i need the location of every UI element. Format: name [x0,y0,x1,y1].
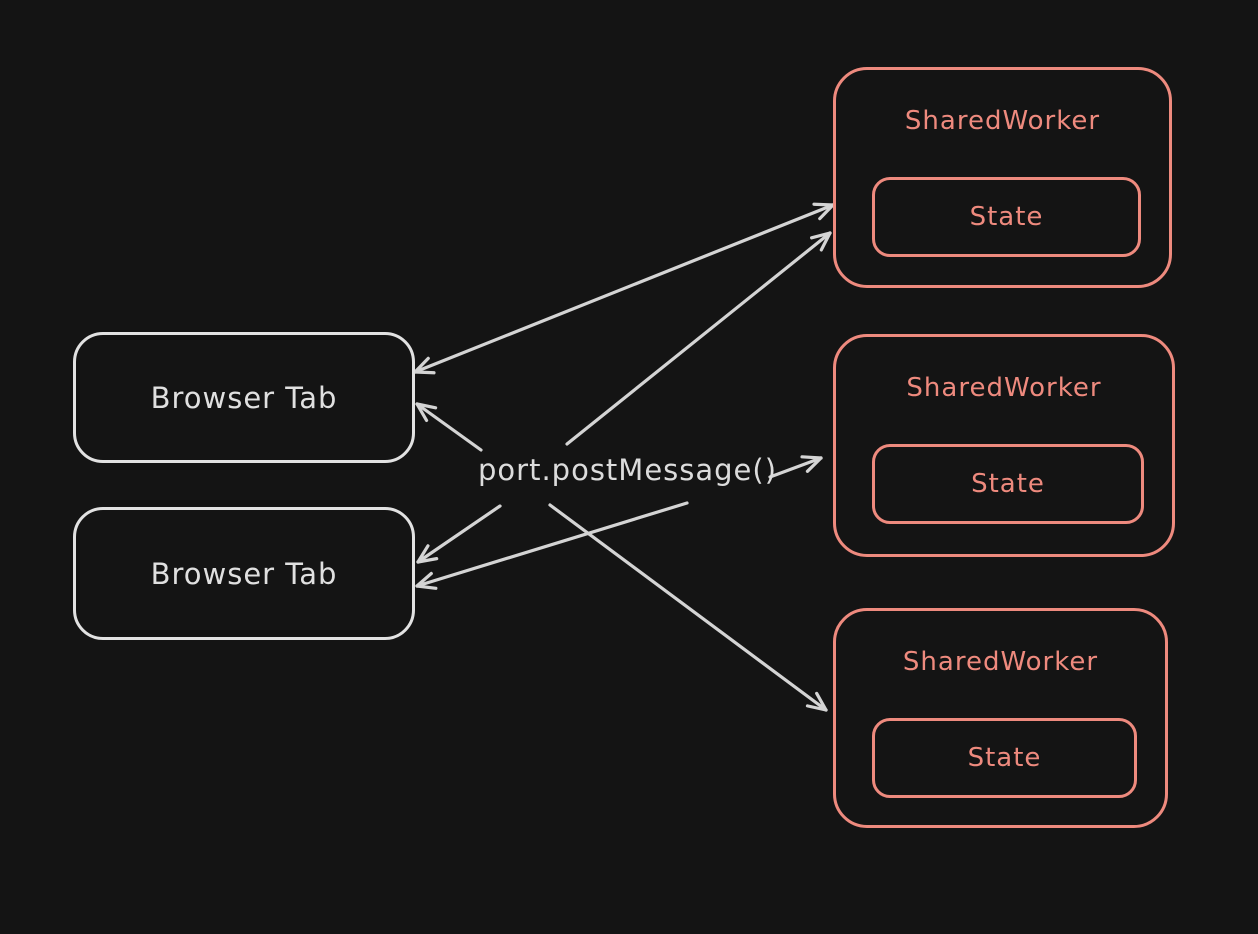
shared-worker-1-title: SharedWorker [904,106,1101,136]
shared-worker-2-state-label: State [971,469,1045,499]
post-message-label: port.postMessage() [478,453,778,487]
arrow-tab-1-to-worker-1 [413,202,835,375]
browser-tab-1-label: Browser Tab [150,380,338,415]
shared-worker-1-state-label: State [969,202,1044,232]
shared-worker-3-state-box: State [872,718,1137,798]
node-shared-worker-1: SharedWorker State [833,67,1172,288]
shared-worker-2-state-box: State [872,444,1144,524]
arrow-label-to-worker-2 [768,455,823,479]
node-browser-tab-1: Browser Tab [73,332,415,463]
node-shared-worker-2: SharedWorker State [833,334,1175,557]
arrow-label-to-worker-1 [565,231,832,446]
shared-worker-1-state-box: State [872,177,1141,257]
browser-tab-2-label: Browser Tab [150,556,338,591]
node-shared-worker-3: SharedWorker State [833,608,1168,828]
shared-worker-2-title: SharedWorker [906,373,1102,403]
arrow-label-to-tab-2-lower [415,501,689,590]
arrow-label-to-tab-2-upper [416,504,502,564]
shared-worker-3-title: SharedWorker [902,647,1099,677]
shared-worker-3-state-label: State [967,743,1042,773]
node-browser-tab-2: Browser Tab [73,507,415,640]
arrow-label-to-tab-1 [415,402,483,452]
arrow-label-to-worker-3 [548,503,828,712]
